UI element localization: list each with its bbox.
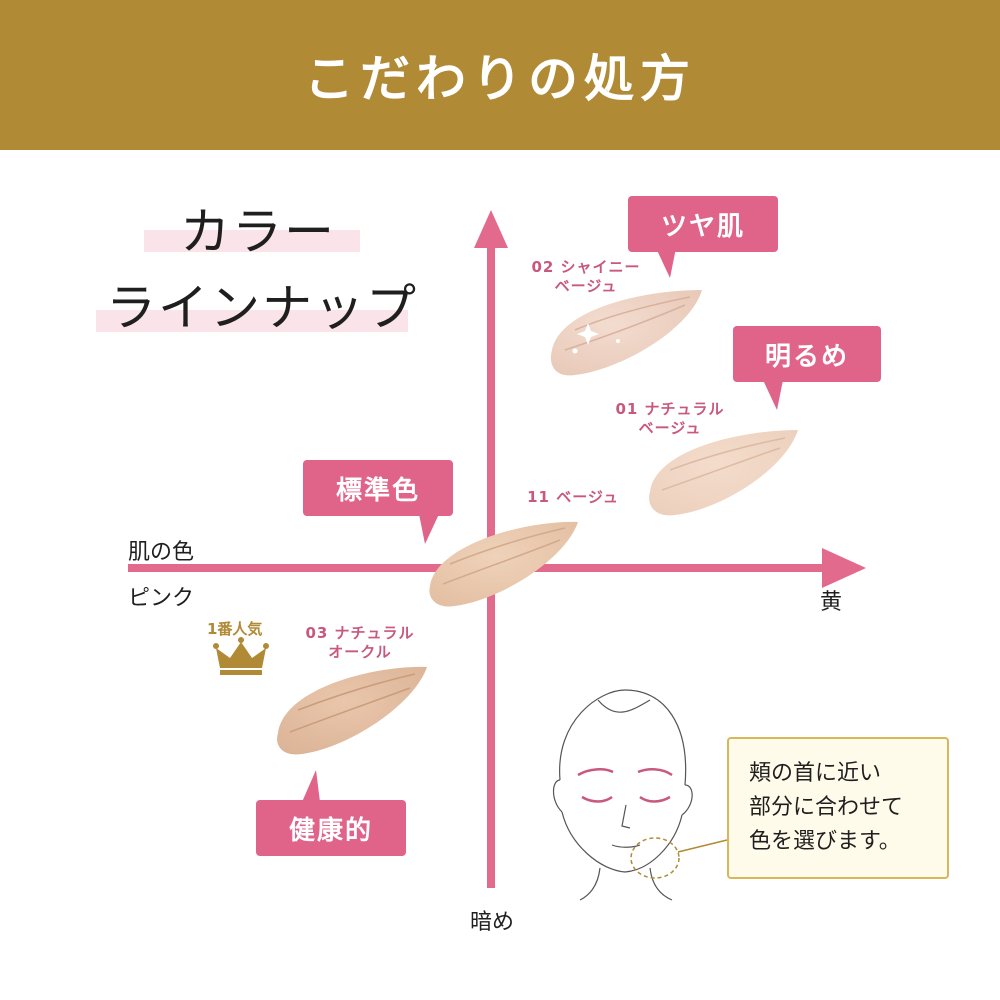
- sparkle-icon: [577, 323, 599, 345]
- axis-label-yellow: 黄: [820, 590, 843, 615]
- swatch-11: [429, 521, 578, 607]
- tag-standard: 標準色: [303, 460, 453, 544]
- eyebrows-and-eyes: [577, 768, 673, 803]
- lineup-title-line-1: カラー: [180, 203, 336, 261]
- pointer-line: [677, 839, 728, 853]
- swatch-label-11: 11 ベージュ: [508, 488, 638, 507]
- tag-tail-up: [302, 770, 320, 802]
- swatch-02-name-line-1: 02 シャイニー: [531, 258, 641, 276]
- header-banner: こだわりの処方: [0, 0, 1000, 150]
- tag-healthy: 健康的: [256, 770, 406, 856]
- swatch-01-name-line-1: 01 ナチュラル: [615, 400, 725, 418]
- face-illustration-icon: [552, 689, 693, 901]
- swatch-label-03: 03 ナチュラル オークル: [280, 624, 440, 662]
- cheek-target-circle: [630, 837, 680, 879]
- tag-tail: [763, 380, 783, 410]
- swatch-03-name-line-1: 03 ナチュラル: [305, 624, 415, 642]
- swatch-03-name-line-2: オークル: [328, 642, 392, 661]
- tag-standard-label: 標準色: [335, 475, 420, 506]
- note-line-1: 頬の首に近い: [749, 761, 882, 786]
- swatch-01: [649, 430, 798, 516]
- horizontal-axis-arrow: [822, 548, 866, 588]
- swatch-02-name-line-2: ベージュ: [554, 276, 618, 295]
- crown-icon: [213, 637, 269, 675]
- tag-glossy-label: ツヤ肌: [660, 211, 745, 242]
- swatch-02: [550, 290, 702, 376]
- lineup-title: カラー ラインナップ: [96, 192, 416, 342]
- tag-tail: [656, 248, 676, 278]
- lineup-title-line-2: ラインナップ: [106, 279, 418, 337]
- tag-glossy: ツヤ肌: [628, 196, 778, 278]
- swatch-label-02: 02 シャイニー ベージュ: [506, 258, 666, 296]
- title-highlight-2: [96, 310, 408, 332]
- tag-tail: [419, 514, 439, 544]
- axis-label-dark: 暗め: [470, 910, 515, 935]
- note-box: 頬の首に近い 部分に合わせて 色を選びます。: [727, 737, 949, 879]
- swatch-11-name: 11 ベージュ: [527, 488, 619, 506]
- popular-badge-label: 1番人気: [207, 620, 263, 638]
- swatch-03: [277, 666, 427, 755]
- vertical-axis-arrow: [474, 210, 508, 248]
- tag-bright-label: 明るめ: [764, 341, 849, 372]
- title-highlight-1: [144, 230, 360, 252]
- tag-bright: 明るめ: [733, 326, 881, 410]
- swatch-01-name-line-2: ベージュ: [638, 418, 702, 437]
- note-line-2: 部分に合わせて: [749, 795, 904, 820]
- swatch-label-01: 01 ナチュラル ベージュ: [590, 400, 750, 438]
- tag-healthy-label: 健康的: [288, 815, 373, 846]
- axis-label-skin-color: 肌の色: [128, 540, 195, 565]
- note-line-3: 色を選びます。: [749, 829, 901, 854]
- page-title: こだわりの処方: [304, 50, 696, 108]
- axis-label-pink: ピンク: [128, 586, 195, 611]
